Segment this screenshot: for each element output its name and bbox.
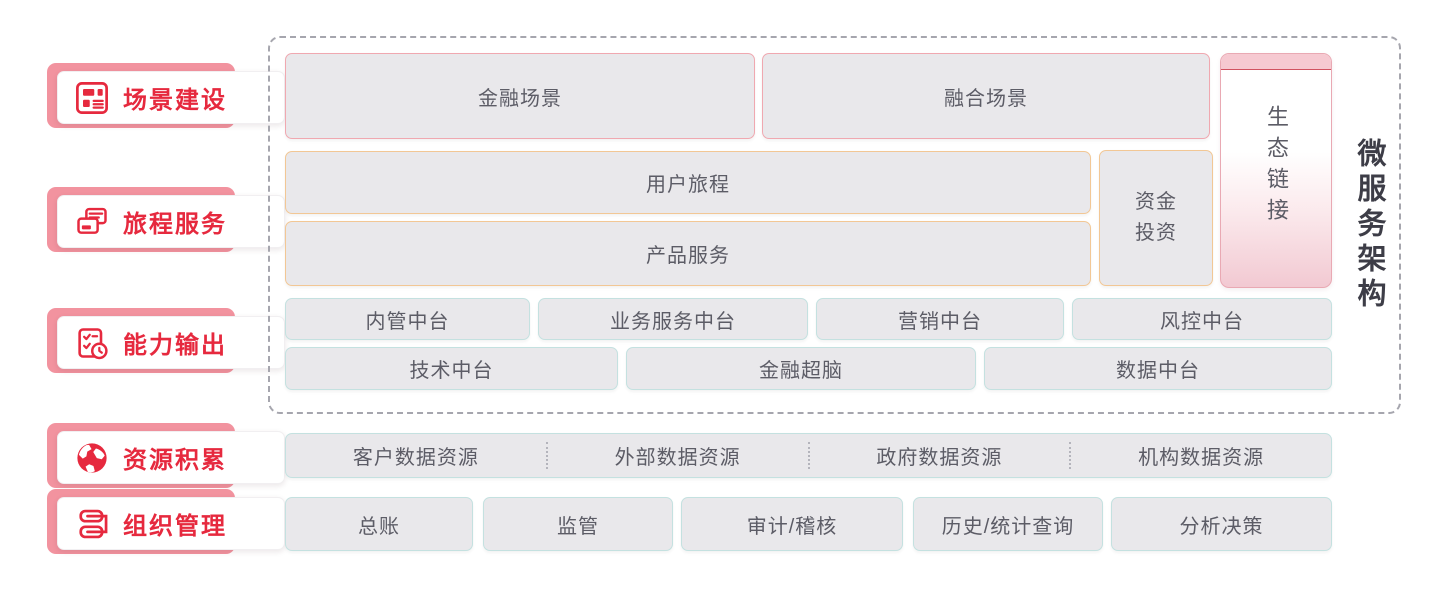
box-org: 总账 [285,497,473,551]
microservice-dashed-container [268,36,1401,414]
sidebar-item-capability-output: 能力输出 [47,308,285,373]
box-fund-invest: 资金 投资 [1099,150,1213,286]
sidebar-label: 旅程服务 [123,211,227,238]
dotted-separator [545,442,548,469]
eco-link-label: 生态链接 [1264,104,1289,229]
box-platform: 金融超脑 [626,347,976,390]
dotted-separator [1069,442,1072,469]
sidebar-label: 场景建设 [123,87,227,114]
sidebar-item-journey-service: 旅程服务 [47,187,285,252]
data-resource-segment: 机构数据资源 [1138,447,1265,469]
box-platform: 数据中台 [984,347,1332,390]
sidebar-item-organization-management: 组织管理 [47,489,285,554]
box-platform: 风控中台 [1072,298,1332,340]
box-user-journey: 用户旅程 [285,151,1091,214]
box-org: 分析决策 [1111,497,1332,551]
dotted-separator [807,442,810,469]
data-resource-segment: 客户数据资源 [352,447,479,469]
box-fusion-scene: 融合场景 [762,53,1210,139]
sidebar-label: 能力输出 [123,332,227,359]
layout-grid-icon [76,81,108,114]
box-platform: 内管中台 [285,298,530,340]
sidebar-label: 资源积累 [123,447,227,474]
data-resource-segment: 外部数据资源 [614,447,741,469]
vertical-title: 微服务架构 [1340,36,1398,414]
eco-link-cap [1221,54,1331,70]
sidebar-item-resource-accumulation: 资源积累 [47,423,285,488]
data-resource-segment: 政府数据资源 [876,447,1003,469]
globe-icon [77,442,107,473]
box-platform: 技术中台 [285,347,618,390]
org-structure-icon [79,509,108,538]
box-finance-scene: 金融场景 [285,53,755,139]
sidebar-label: 组织管理 [123,513,227,540]
box-eco-link: 生态链接 [1220,53,1332,288]
cards-icon [77,207,107,234]
fund-invest-line: 资金 [1135,191,1177,213]
data-resources-bar: 客户数据资源 外部数据资源 政府数据资源 机构数据资源 [285,433,1332,478]
box-platform: 营销中台 [816,298,1064,340]
box-org: 监管 [483,497,673,551]
box-org: 审计/稽核 [681,497,903,551]
fund-invest-line: 投资 [1135,222,1177,244]
box-platform: 业务服务中台 [538,298,808,340]
box-product-service: 产品服务 [285,221,1091,286]
checklist-clock-icon [78,327,108,359]
vertical-title-text: 微服务架构 [1353,137,1385,313]
sidebar-item-scene-building: 场景建设 [47,63,285,128]
box-org: 历史/统计查询 [913,497,1103,551]
